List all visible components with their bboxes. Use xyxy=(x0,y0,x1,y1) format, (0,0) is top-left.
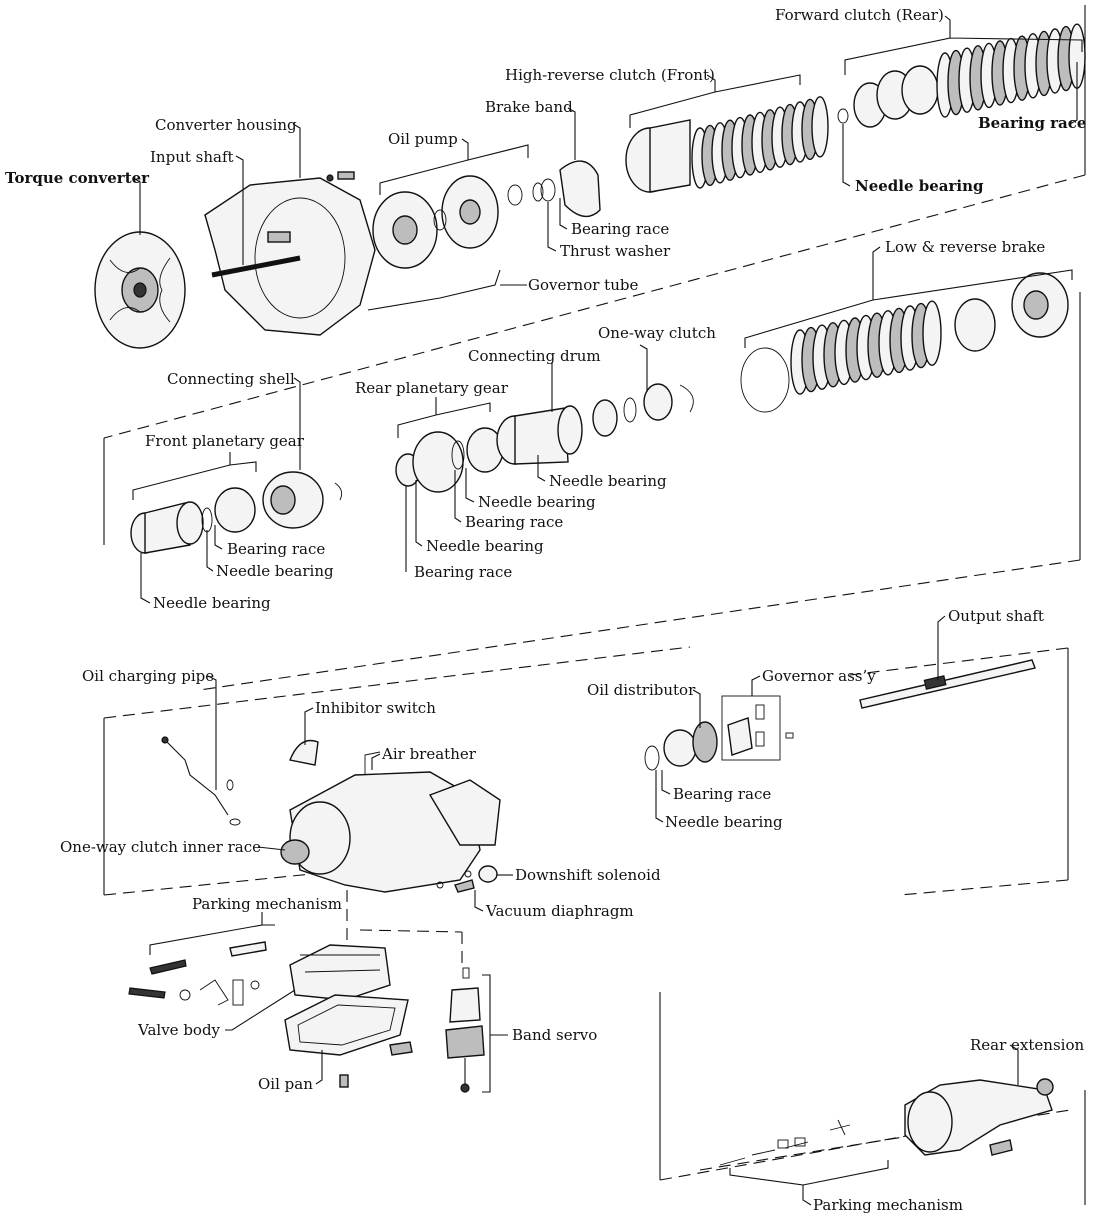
oil-pan-part xyxy=(284,994,413,1088)
transmission-case-part xyxy=(280,751,501,893)
torque-converter-part xyxy=(94,231,186,349)
label-needle-bearing-connecting-drum: Needle bearing xyxy=(549,472,667,490)
label-bearing-race-rear-planetary-1: Bearing race xyxy=(465,513,563,531)
oil-distributor-part xyxy=(644,721,718,771)
label-bearing-race-rear-planetary-2: Bearing race xyxy=(414,563,512,581)
low-reverse-brake-plate xyxy=(922,300,942,366)
label-air-breather: Air breather xyxy=(381,745,477,763)
label-rear-planetary-gear: Rear planetary gear xyxy=(355,379,509,397)
label-thrust-washer: Thrust washer xyxy=(560,242,671,260)
label-one-way-clutch-inner-race: One-way clutch inner race xyxy=(60,838,261,856)
label-oil-distributor: Oil distributor xyxy=(587,681,696,699)
label-connecting-shell: Connecting shell xyxy=(167,370,295,388)
label-forward-clutch-rear: Forward clutch (Rear) xyxy=(775,6,944,24)
label-converter-housing: Converter housing xyxy=(155,116,297,134)
label-governor-assy: Governor ass’y xyxy=(762,667,876,685)
input-shaft-part xyxy=(211,255,301,278)
high-reverse-clutch-plate xyxy=(811,96,829,158)
high-reverse-clutch-part xyxy=(625,96,829,193)
governor-tube-part xyxy=(367,269,501,311)
label-needle-bearing-front-planetary-2: Needle bearing xyxy=(153,594,271,612)
label-needle-bearing-rear-planetary-2: Needle bearing xyxy=(426,537,544,555)
label-needle-bearing-oil-distributor: Needle bearing xyxy=(665,813,783,831)
label-brake-band: Brake band xyxy=(485,98,573,116)
label-torque-converter: Torque converter xyxy=(5,169,150,187)
label-oil-pump: Oil pump xyxy=(388,130,458,148)
label-connecting-drum: Connecting drum xyxy=(468,347,601,365)
label-bearing-race-front-planetary: Bearing race xyxy=(227,540,325,558)
connecting-drum-part xyxy=(496,405,583,465)
valve-body-part xyxy=(289,944,391,1001)
inhibitor-switch-part xyxy=(289,739,319,766)
label-parking-mechanism-top: Parking mechanism xyxy=(192,895,342,913)
one-way-clutch-part xyxy=(592,383,694,437)
downshift-solenoid-part xyxy=(464,865,498,883)
label-front-planetary-gear: Front planetary gear xyxy=(145,432,305,450)
rear-extension-part xyxy=(904,1078,1054,1156)
label-downshift-solenoid: Downshift solenoid xyxy=(515,866,661,884)
frame-lines xyxy=(103,5,1086,1205)
band-servo-part xyxy=(445,967,485,1093)
low-reverse-brake-part xyxy=(740,272,1069,413)
label-bearing-race-oil-distributor: Bearing race xyxy=(673,785,771,803)
label-rear-extension: Rear extension xyxy=(970,1036,1084,1054)
parking-mechanism-case-part xyxy=(128,941,267,1006)
label-low-reverse-brake: Low & reverse brake xyxy=(885,238,1045,256)
governor-assy-part xyxy=(721,695,794,761)
label-bearing-race-brake-band: Bearing race xyxy=(571,220,669,238)
label-inhibitor-switch: Inhibitor switch xyxy=(315,699,436,717)
label-needle-bearing-front-planetary-1: Needle bearing xyxy=(216,562,334,580)
label-bearing-race-top: Bearing race xyxy=(978,114,1086,132)
label-valve-body: Valve body xyxy=(137,1021,221,1039)
parking-mechanism-rear-part xyxy=(719,1119,851,1166)
label-needle-bearing-rear-planetary-1: Needle bearing xyxy=(478,493,596,511)
front-planetary-gear-part xyxy=(130,487,256,554)
vacuum-diaphragm-part xyxy=(436,879,475,893)
rear-planetary-gear-part xyxy=(395,427,504,493)
label-oil-charging-pipe: Oil charging pipe xyxy=(82,667,214,685)
labels: Forward clutch (Rear) High-reverse clutc… xyxy=(5,6,1086,1214)
label-needle-bearing-top: Needle bearing xyxy=(855,177,984,195)
oil-pump-part xyxy=(372,175,499,269)
label-vacuum-diaphragm: Vacuum diaphragm xyxy=(485,902,634,920)
leader-lines xyxy=(132,15,1083,1206)
converter-housing-part xyxy=(204,171,376,336)
oil-charging-pipe-part xyxy=(161,736,241,826)
brake-band-part xyxy=(507,160,601,218)
label-one-way-clutch: One-way clutch xyxy=(598,324,716,342)
connecting-shell-part xyxy=(262,471,343,529)
output-shaft-part xyxy=(859,659,1036,709)
label-governor-tube: Governor tube xyxy=(528,276,638,294)
label-output-shaft: Output shaft xyxy=(948,607,1044,625)
label-parking-mechanism-bottom: Parking mechanism xyxy=(813,1196,963,1214)
forward-clutch-part xyxy=(837,23,1086,128)
label-oil-pan: Oil pan xyxy=(258,1075,313,1093)
label-band-servo: Band servo xyxy=(512,1026,597,1044)
label-input-shaft: Input shaft xyxy=(150,148,234,166)
label-high-reverse-clutch-front: High-reverse clutch (Front) xyxy=(505,66,715,84)
